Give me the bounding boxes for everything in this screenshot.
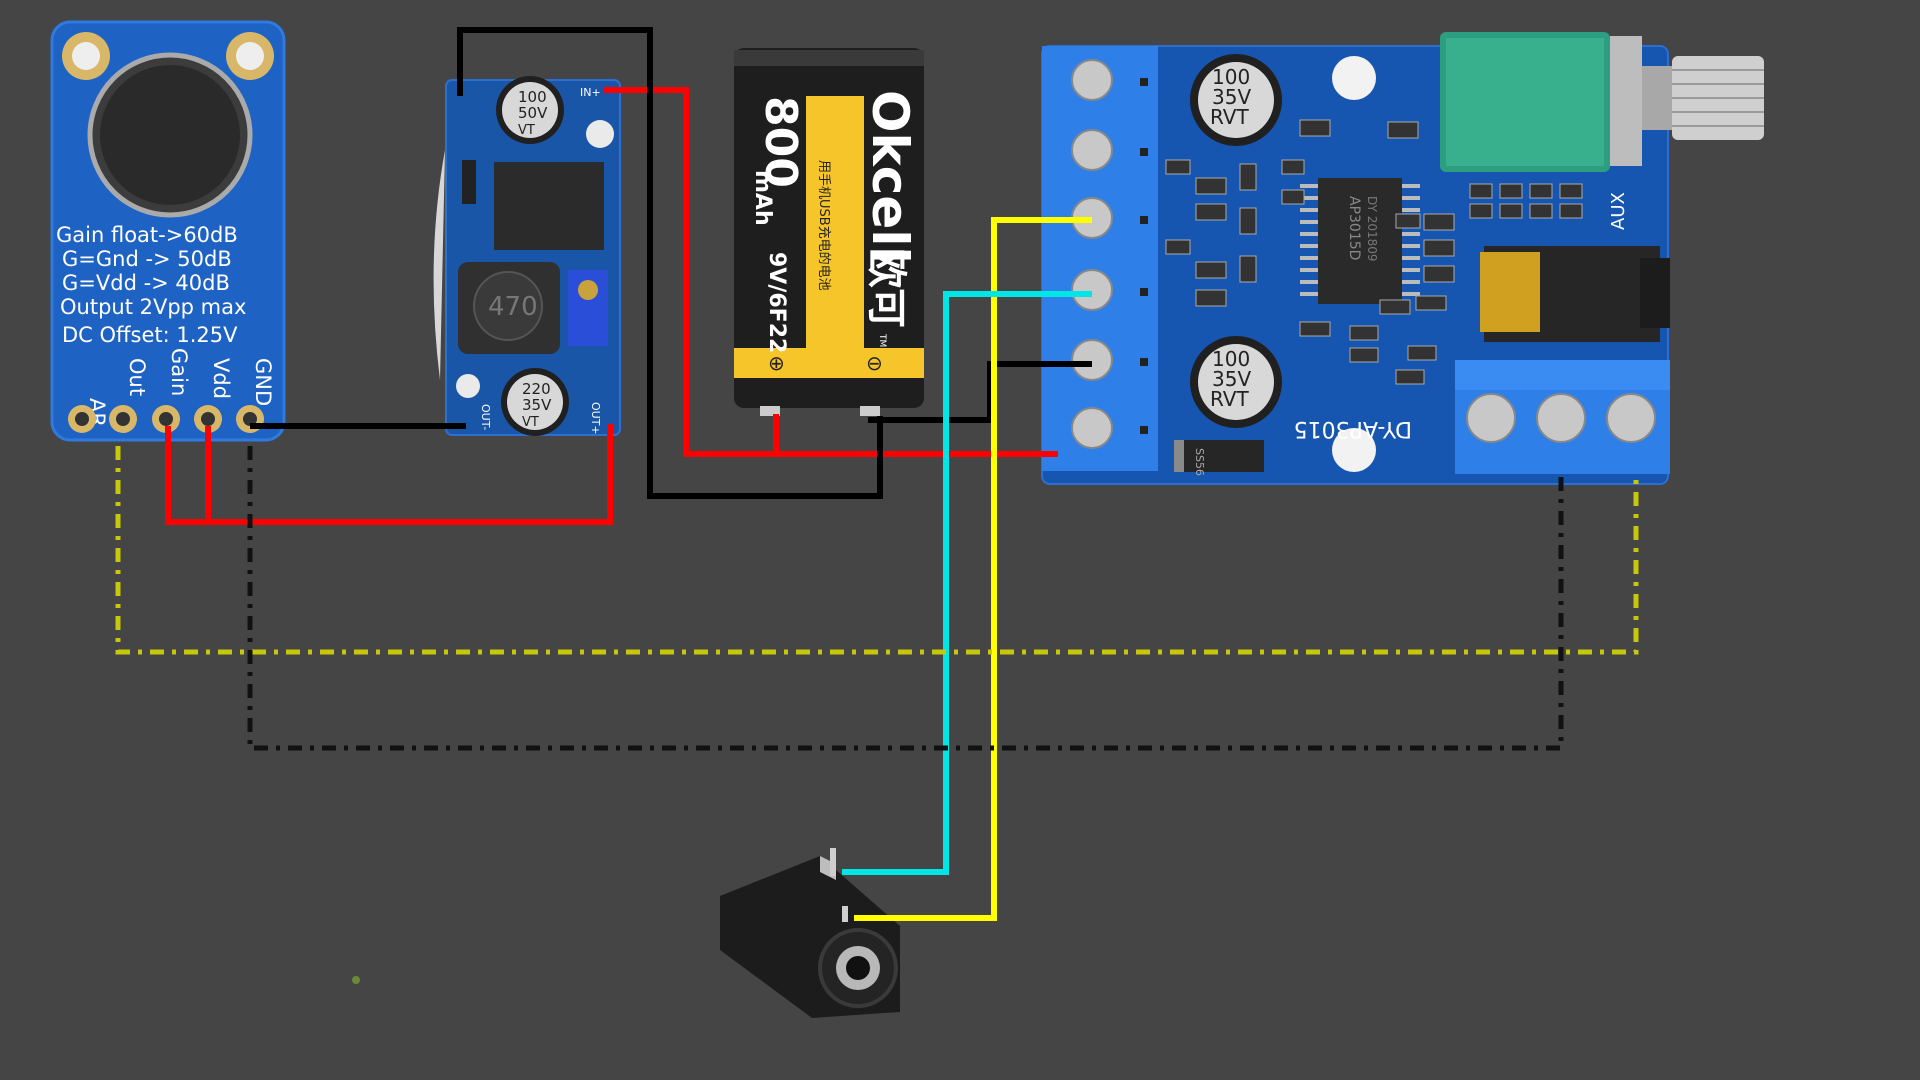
amplifier-speaker-terminal-block	[1455, 360, 1670, 474]
stray-dot	[352, 976, 360, 984]
microphone-capsule	[87, 52, 253, 218]
battery-minus-symbol: ⊖	[866, 351, 883, 375]
amp-cap2-value: 100	[1212, 347, 1250, 371]
amp-mount-hole	[1332, 428, 1376, 472]
amplifier-input-terminal-block	[1042, 46, 1158, 471]
battery-capacity: 800	[755, 96, 806, 188]
buck-input-capacitor: 100 50V VT	[496, 76, 564, 144]
amp-cap2-voltage: 35V	[1212, 367, 1251, 391]
battery-9v: 800 mAh Okcell 欧可 用手机USB充电的电池 9V/6F22 TM…	[734, 48, 924, 416]
buck-output-cap-voltage: 35V	[522, 396, 552, 414]
amp-diode: SS56	[1174, 440, 1264, 476]
wire-buck-in-minus-to-battery-minus	[457, 27, 883, 499]
aux-jack-on-board: AUX	[1480, 192, 1670, 342]
mic-pin-label-gain: Gain	[167, 348, 191, 396]
battery-positive-terminal	[760, 406, 780, 416]
buck-input-cap-series: VT	[518, 123, 535, 138]
wire-buck-out-plus-to-mic-gain	[165, 424, 613, 525]
amp-chip-date: DY 201809	[1365, 196, 1379, 262]
battery-brand-cn: 欧可	[863, 248, 909, 328]
buck-inductor: 470	[458, 262, 560, 354]
buck-out-plus-label: OUT+	[589, 402, 602, 435]
mic-pin-label-gnd: GND	[251, 358, 275, 406]
amp-aux-label: AUX	[1608, 192, 1629, 230]
wire-jack-to-amp-input-cyan	[842, 291, 1092, 875]
link-mic-gnd-to-speaker-terminal	[247, 446, 1564, 751]
battery-plus-symbol: ⊕	[768, 351, 785, 375]
buck-output-capacitor: 220 35V VT	[501, 368, 569, 436]
mic-pin-label-vdd: Vdd	[209, 358, 233, 399]
microphone-module: Gain float->60dB G=Gnd -> 50dB G=Vdd -> …	[50, 20, 286, 442]
amplifier-capacitor-bottom: 100 35V RVT	[1190, 336, 1282, 428]
amp-diode-label: SS56	[1193, 448, 1206, 476]
amplifier-board: 100 35V RVT 100 35V RVT	[1041, 32, 1764, 485]
amplifier-capacitor-top: 100 35V RVT	[1190, 54, 1282, 146]
mic-label-gain-float: Gain float->60dB	[56, 223, 238, 247]
buck-in-plus-label: IN+	[580, 86, 601, 99]
buck-input-cap-voltage: 50V	[518, 104, 548, 122]
buck-out-minus-label: OUT-	[479, 404, 492, 430]
mic-label-output: Output 2Vpp max	[60, 295, 246, 319]
amp-mount-hole	[1332, 56, 1376, 100]
link-mic-out-to-speaker-terminal	[115, 446, 1639, 655]
battery-note: 用手机USB充电的电池	[816, 160, 832, 291]
battery-capacity-unit: mAh	[750, 170, 775, 226]
buck-ic	[494, 162, 604, 250]
audio-jack-3-5mm	[720, 848, 900, 1018]
volume-potentiometer	[1440, 32, 1764, 172]
amplifier-chip: AP3015D DY 201809	[1300, 178, 1420, 304]
buck-inductor-value: 470	[488, 292, 538, 322]
buck-output-cap-series: VT	[522, 415, 539, 430]
buck-output-cap-value: 220	[522, 380, 551, 398]
wire-jack-to-amp-input-yellow	[854, 217, 1092, 921]
mic-label-dc-offset: DC Offset: 1.25V	[62, 323, 238, 347]
mic-pin-label-out: Out	[125, 358, 149, 396]
amp-cap2-series: RVT	[1210, 387, 1249, 411]
battery-label-strip	[806, 96, 864, 362]
battery-trademark: TM	[877, 333, 887, 347]
mount-hole	[62, 32, 274, 80]
wire-buck-in-plus-to-amp-power	[604, 87, 1058, 457]
buck-input-cap-value: 100	[518, 88, 547, 106]
amp-cap1-value: 100	[1212, 65, 1250, 89]
dashed-links	[115, 446, 1639, 751]
battery-brand: Okcell	[861, 90, 919, 264]
amp-chip-label: AP3015D	[1346, 196, 1362, 260]
mic-label-g-gnd: G=Gnd -> 50dB	[62, 247, 232, 271]
buck-converter: 100 50V VT 470 220 35V VT IN+ OUT- OUT+	[433, 76, 621, 436]
wires	[165, 27, 1092, 921]
battery-voltage: 9V/6F22	[764, 252, 789, 353]
wire-battery-minus-to-amp-gnd	[868, 361, 1092, 423]
amp-cap1-voltage: 35V	[1212, 85, 1251, 109]
amp-model-label: DY-AP3015	[1294, 416, 1412, 441]
battery-negative-terminal	[860, 406, 880, 416]
amp-cap1-series: RVT	[1210, 105, 1249, 129]
mic-label-g-vdd: G=Vdd -> 40dB	[62, 271, 230, 295]
